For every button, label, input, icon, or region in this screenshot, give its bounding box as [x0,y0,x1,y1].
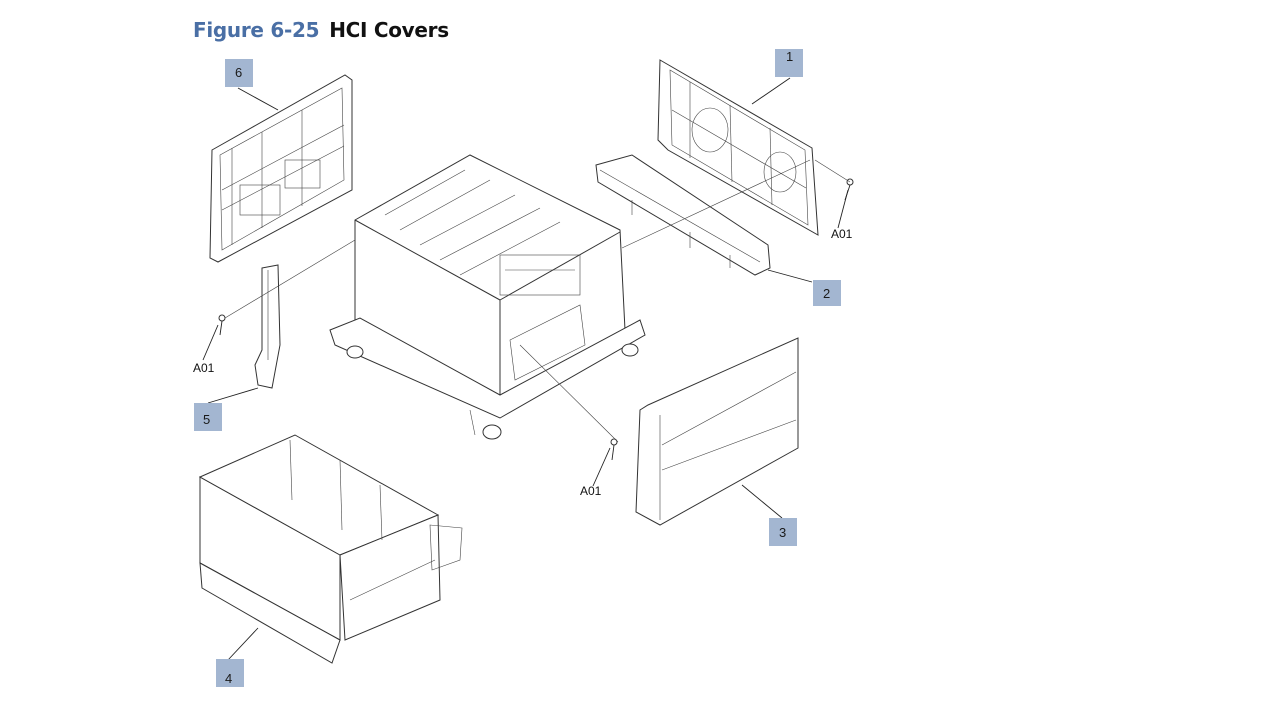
leader-lines [202,77,851,661]
part-2-top-rear-cover [595,154,771,276]
screw-ref-label: A01 [831,227,853,241]
callout-3: 3 [769,518,797,546]
figure-title: Figure 6-25 HCI Covers [193,18,449,42]
callout-4-label: 4 [225,671,232,686]
screw-a01-center [610,438,618,461]
figure-number: Figure 6-25 [193,18,320,42]
part-1-right-cover [657,59,819,236]
callout-3-label: 3 [779,525,786,540]
part-3-right-front-cover [635,337,799,526]
callout-2: 2 [813,280,841,306]
screw-a01-left [218,314,226,336]
callout-1: 1 [775,49,803,77]
callout-1-label: 1 [786,49,793,64]
callout-6-label: 6 [235,65,242,80]
callout-2-label: 2 [823,286,830,301]
part-4-paper-tray [198,434,463,664]
callout-5: 5 [194,403,222,431]
screw-ref-label: A01 [580,484,602,498]
callout-4: 4 [216,659,244,687]
callout-6: 6 [225,59,253,87]
figure-name: HCI Covers [329,18,449,42]
callout-5-label: 5 [203,412,210,427]
part-6-left-cover [209,74,353,263]
part-5-left-front-cover [254,264,281,389]
hci-main-frame [329,154,646,440]
screw-ref-label: A01 [193,361,215,375]
